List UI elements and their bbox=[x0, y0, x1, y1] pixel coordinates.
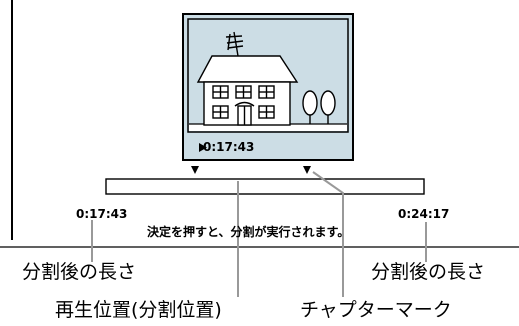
callout-chapter-mark: チャプターマーク bbox=[300, 299, 452, 321]
callout-playback-position: 再生位置(分割位置) bbox=[55, 299, 222, 321]
instruction-text: 決定を押すと、分割が実行されます。 bbox=[147, 225, 350, 239]
callout-length-left: 分割後の長さ bbox=[22, 261, 137, 283]
callout-length-right: 分割後の長さ bbox=[371, 261, 486, 283]
leader-lines bbox=[91, 171, 427, 297]
timeline-start-time: 0:17:43 bbox=[76, 207, 128, 221]
play-triangle-icon bbox=[199, 143, 207, 152]
tree-icon bbox=[302, 90, 336, 124]
playback-position-marker-icon bbox=[191, 166, 199, 174]
timeline-bar bbox=[105, 178, 425, 195]
house-illustration bbox=[196, 31, 299, 126]
screen-time-readout: 0:17:43 bbox=[203, 140, 255, 154]
antenna-icon bbox=[225, 31, 244, 57]
chapter-mark-icon bbox=[303, 166, 311, 174]
timeline-end-time: 0:24:17 bbox=[398, 207, 450, 221]
